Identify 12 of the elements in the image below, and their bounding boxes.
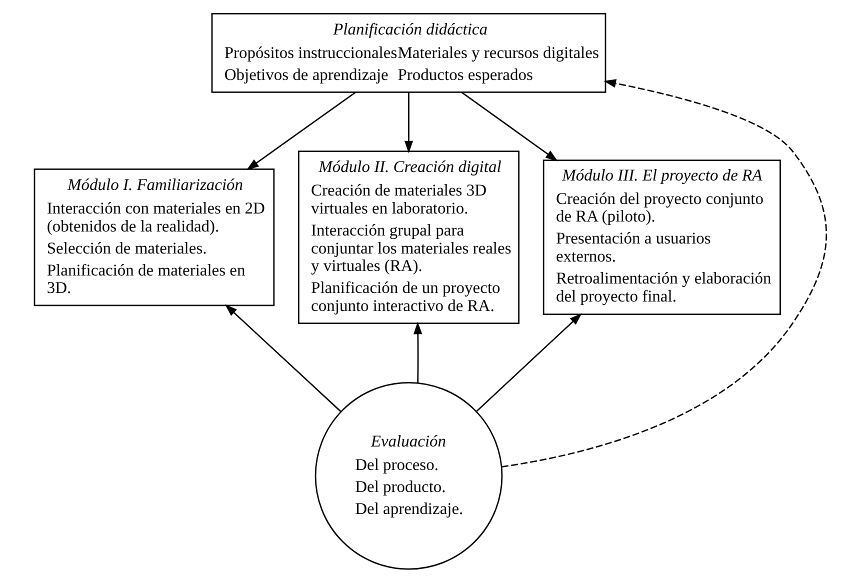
arrow [414,322,422,383]
arrow [461,92,558,162]
node-box: Módulo II. Creación digital Creación de materiales 3D virtuales en laboratorio. Interacción grupal para conjuntar los materiales reales y virtuales (RA). Planificación de un proyecto conjunto interactivo de RA. [298,150,520,324]
node-circle: Evaluación Del proceso. Del producto. Del aprendizaje. [314,382,503,570]
node-box: Módulo I. Familiarización Interacción con materiales en 2D (obtenidos de la realidad). Selección de materiales. Planificación de materiales en 3D. [34,168,275,306]
node-box: Módulo III. El proyecto de RA Creación del proyecto conjunto de RA (piloto). Presentación a usuarios externos. Retroalimentación y elaboración del proyecto final. [542,160,781,316]
arrow [404,92,414,154]
arrow [502,79,828,468]
arrow [476,313,582,412]
node-box: Planificación didáctica Propósitos instruccionalesMateriales y recursos digitales Objetivos de aprendizaje Productos esperados [211,13,606,93]
arrow [246,92,356,170]
arrow [224,304,342,412]
